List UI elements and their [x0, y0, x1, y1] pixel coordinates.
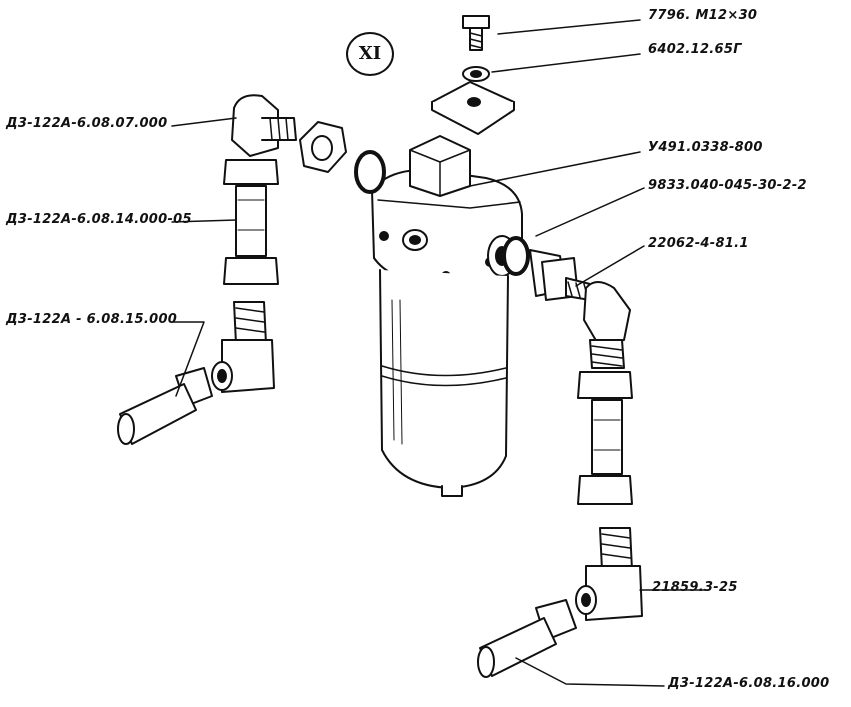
leader-bracket — [469, 151, 641, 187]
leader-oring — [535, 187, 645, 237]
left-tee-and-hose — [117, 301, 275, 445]
washer-part — [462, 66, 490, 82]
label-tee-right: 21859.3-25 — [652, 580, 738, 595]
section-numeral-badge: XI — [346, 32, 394, 76]
leader-washer — [491, 53, 641, 73]
leader-lines — [171, 19, 707, 687]
leader-bolt — [497, 19, 641, 35]
leader-fitting-right — [575, 245, 645, 287]
left-pipe — [223, 159, 279, 285]
label-hose-left: Д3-122А - 6.08.15.000 — [6, 312, 178, 327]
right-tee-and-hose — [477, 527, 643, 678]
label-pipe-left: Д3-122А-6.08.14.000-05 — [6, 212, 192, 227]
label-bolt: 7796. M12×30 — [648, 8, 758, 23]
leader-elbow-left — [171, 117, 237, 127]
filter-housing — [371, 135, 523, 497]
leader-pipe-left — [171, 219, 237, 223]
right-fitting-chain — [502, 236, 591, 301]
label-fitting-right: 22062-4-81.1 — [648, 236, 749, 251]
right-pipe — [577, 371, 633, 505]
label-washer: 6402.12.65Г — [648, 42, 742, 57]
bolt-part — [462, 15, 490, 51]
label-elbow-left: Д3-122А-6.08.07.000 — [6, 116, 168, 131]
label-oring: 9833.040-045-30-2-2 — [648, 178, 807, 193]
right-elbow-fitting — [583, 281, 631, 369]
left-nut-and-ring — [299, 121, 386, 194]
leader-hose-left — [171, 321, 205, 397]
label-hose-right: Д3-122А-6.08.16.000 — [668, 676, 830, 691]
clamp-plate-part — [431, 81, 515, 135]
left-elbow-fitting — [231, 94, 297, 157]
label-bracket: У491.0338-800 — [648, 140, 763, 155]
leader-hose-right — [515, 657, 665, 687]
